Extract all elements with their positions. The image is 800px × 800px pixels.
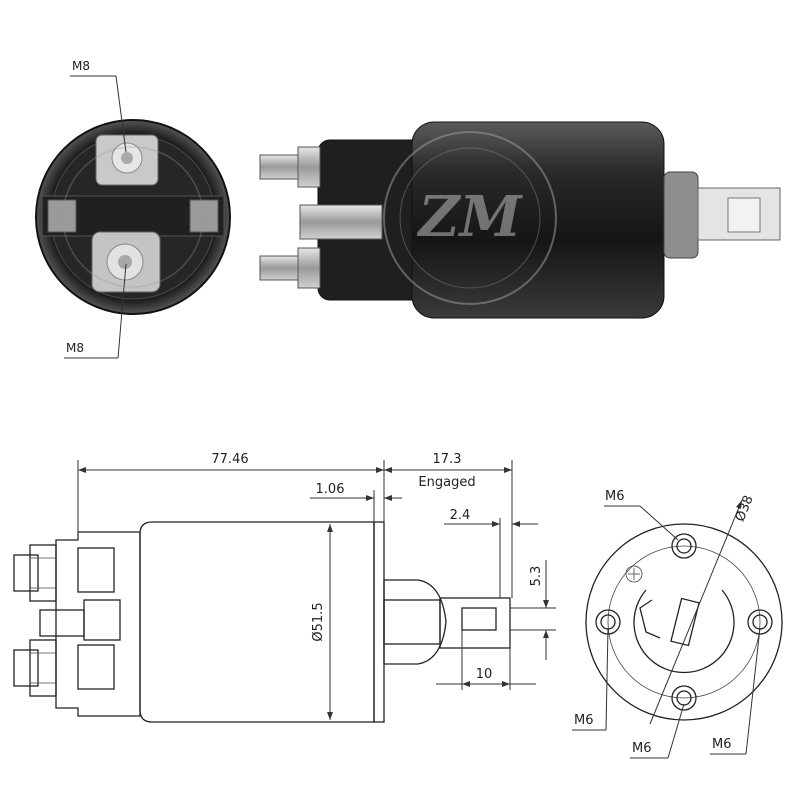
- bolt-circle-label: Ø38: [733, 493, 757, 523]
- top-bolt-thread-label: M8: [72, 59, 90, 73]
- gap-value: 1.06: [316, 482, 345, 497]
- dim-pin-width: 2.4: [444, 508, 538, 598]
- pin-offset-value: 5.3: [529, 566, 544, 587]
- thread-top-label: M6: [605, 489, 625, 504]
- bottom-bolt-photo: [91, 231, 161, 293]
- dim-stroke: 17.3 Engaged: [384, 452, 513, 598]
- pin-length-value: 10: [476, 667, 493, 682]
- top-bolt-photo: [95, 134, 159, 186]
- drawing-end-view: [585, 499, 783, 725]
- thread-right-label: M6: [712, 737, 732, 752]
- thread-left-label: M6: [574, 713, 594, 728]
- watermark-logo: ZM: [383, 131, 557, 305]
- engaged-label: Engaged: [418, 475, 475, 490]
- pin-width-value: 2.4: [450, 508, 471, 523]
- bottom-bolt-thread-label: M8: [66, 341, 84, 355]
- overall-length-value: 77.46: [211, 452, 248, 467]
- watermark-text: ZM: [417, 184, 524, 250]
- stroke-value: 17.3: [433, 452, 462, 467]
- photo-side-view: ZM: [62, 121, 781, 319]
- photo-label-top: M8: [70, 59, 127, 153]
- thread-bottom-label: M6: [632, 741, 652, 756]
- end-view-labels: Ø38 M6 M6 M6 M6: [572, 489, 761, 759]
- photo-label-bottom: M8: [64, 263, 127, 359]
- body-diameter-value: Ø51.5: [311, 602, 326, 641]
- dim-overall-length: 77.46: [77, 452, 385, 540]
- drawing-side-view: [13, 521, 511, 723]
- hole-top: [671, 533, 697, 559]
- dim-gap: 1.06: [310, 482, 402, 522]
- dim-pin-length: 10: [436, 630, 536, 690]
- photo-end-view: [35, 119, 231, 315]
- dim-body-diameter: Ø51.5: [311, 524, 333, 720]
- dim-pin-offset: 5.3: [510, 560, 556, 660]
